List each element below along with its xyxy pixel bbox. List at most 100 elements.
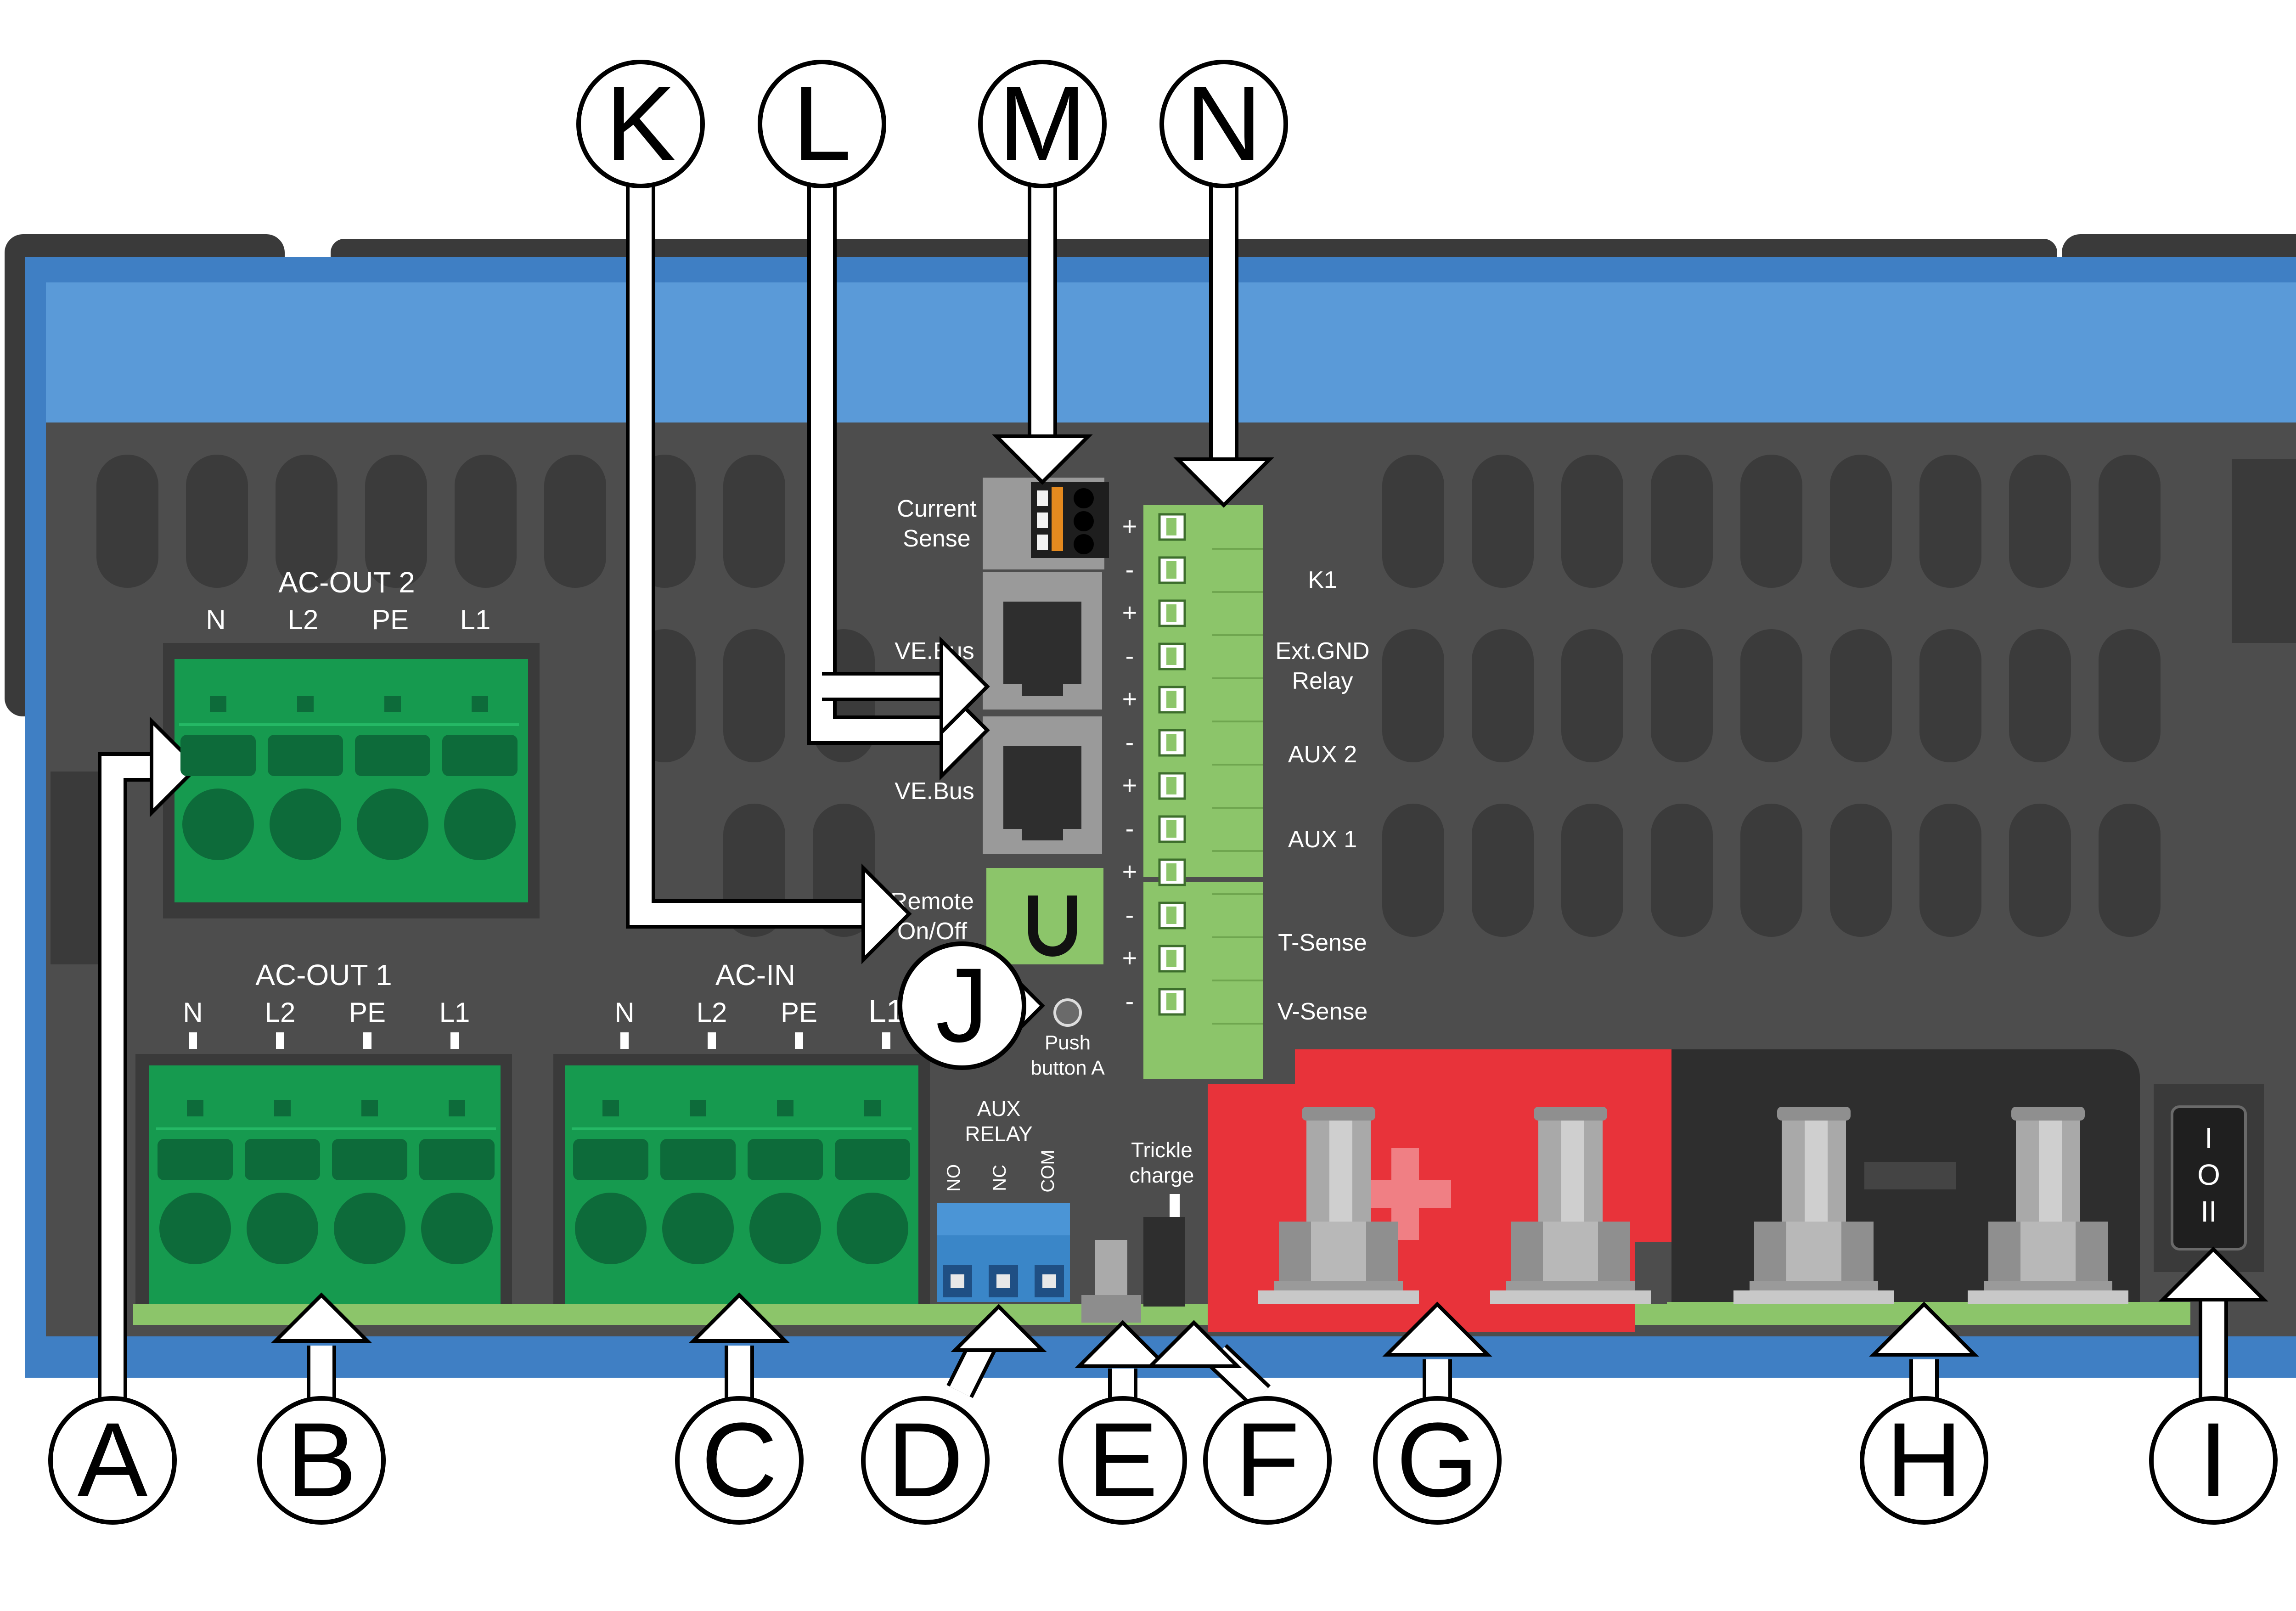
io-plus-sign: + — [1122, 598, 1137, 627]
battery-bolt — [1733, 1107, 1894, 1304]
pin-marker — [882, 1032, 890, 1049]
callout-a: A — [48, 1396, 177, 1525]
terminal-indicator — [602, 1100, 619, 1116]
vent-slot — [1651, 804, 1713, 937]
io-label-v-sense: V-Sense — [1277, 998, 1368, 1025]
callout-circle — [576, 60, 705, 188]
remote-label-2: On/Off — [897, 918, 968, 945]
terminal-clamp — [442, 735, 518, 776]
vent-slot — [1472, 455, 1534, 588]
io-pin-slot — [1166, 863, 1176, 881]
callout-circle — [2149, 1396, 2278, 1525]
callout-n: N — [1159, 60, 1288, 188]
current-sense-label-1: Current — [897, 496, 977, 522]
callout-letter: G — [1396, 1401, 1479, 1519]
terminal-screw — [837, 1193, 908, 1264]
terminal-screw — [270, 789, 341, 860]
vent-slot — [365, 455, 427, 588]
terminal-indicator — [864, 1100, 881, 1116]
arrow-head — [1173, 457, 1274, 508]
terminal-clamp — [748, 1139, 823, 1180]
aux-relay-label-1: AUX — [977, 1097, 1021, 1121]
push-button-a[interactable] — [1053, 998, 1082, 1027]
vent-slot — [2009, 455, 2071, 588]
minus-symbol — [1864, 1162, 1956, 1189]
vent-slot — [1830, 804, 1892, 937]
push-button-label-1: Push — [1045, 1031, 1091, 1054]
terminal-indicator — [187, 1100, 203, 1116]
ac-out-1-pin-n: N — [183, 997, 203, 1028]
vent-slot — [1740, 804, 1802, 937]
arrow-head — [1146, 1320, 1242, 1368]
callout-d: D — [861, 1396, 990, 1525]
vent-slot — [1830, 455, 1892, 588]
arrow-head — [1382, 1301, 1492, 1357]
terminal-clamp — [660, 1139, 736, 1180]
pin-marker — [620, 1032, 629, 1049]
terminal-screw — [357, 789, 428, 860]
aux-relay-pin-nc: NC — [990, 1165, 1010, 1191]
vent-slot — [1561, 629, 1623, 762]
callout-circle — [1860, 1396, 1988, 1525]
trickle-label-1: Trickle — [1131, 1138, 1193, 1162]
terminal-indicator — [297, 696, 314, 712]
io-label-t-sense: T-Sense — [1278, 929, 1367, 956]
callout-j: J — [898, 941, 1026, 1070]
terminal-ridge — [179, 723, 519, 726]
vent-slot — [276, 455, 338, 588]
vent-slot — [1651, 629, 1713, 762]
vent-slot — [455, 455, 517, 588]
callout-circle — [1373, 1396, 1502, 1525]
io-pin-slot — [1166, 950, 1176, 967]
ac-out-1-pin-l1: L1 — [439, 997, 470, 1028]
callout-circle — [1203, 1396, 1332, 1525]
io-plus-sign: + — [1122, 771, 1137, 800]
pin-marker — [795, 1032, 803, 1049]
vent-slot — [1919, 455, 1981, 588]
arrow-head — [992, 434, 1093, 485]
vent-slot — [1740, 455, 1802, 588]
callout-circle — [48, 1396, 177, 1525]
terminal-screw — [334, 1193, 405, 1264]
bolt-nut-face — [1786, 1222, 1841, 1281]
io-plus-sign: + — [1122, 857, 1137, 886]
callout-circle — [758, 60, 886, 188]
callout-letter: N — [1186, 64, 1262, 182]
callout-letter: I — [2199, 1401, 2228, 1519]
switch-symbol-off: O — [2197, 1158, 2220, 1191]
vent-slot — [1561, 455, 1623, 588]
vent-slot — [723, 455, 785, 588]
io-plus-sign: + — [1122, 943, 1137, 972]
callout-letter: L — [793, 64, 851, 182]
terminal-clamp — [180, 735, 256, 776]
bolt-plate — [1258, 1290, 1419, 1304]
vent-slot — [2009, 629, 2071, 762]
ac-out-1-screws — [156, 1100, 496, 1264]
terminal-clamp — [158, 1139, 233, 1180]
arrow-head — [271, 1292, 372, 1343]
ac-out-2-block — [174, 659, 528, 902]
power-switch[interactable]: I O II — [2154, 1084, 2264, 1272]
ac-in-block — [565, 1065, 918, 1304]
terminal-clamp — [332, 1139, 407, 1180]
callout-b: B — [257, 1396, 386, 1525]
vent-slot — [2099, 455, 2161, 588]
callout-letter: M — [998, 64, 1086, 182]
callout-m: M — [978, 60, 1107, 188]
ac-out-1-terminal: AC-OUT 1 N L2 PE L1 — [135, 958, 512, 1311]
io-pin-slot — [1166, 777, 1176, 794]
aux-relay-pin-com: COM — [1038, 1149, 1058, 1192]
arrow-head — [150, 716, 200, 817]
aux-relay-label-2: RELAY — [965, 1122, 1032, 1146]
ac-out-2-terminal: AC-OUT 2 N L2 PE L1 — [163, 566, 540, 918]
io-pin-slot — [1166, 691, 1176, 708]
pin-marker — [708, 1032, 716, 1049]
battery-bolt — [1490, 1107, 1651, 1304]
vent-slot — [2009, 804, 2071, 937]
terminal-indicator — [690, 1100, 706, 1116]
callout-arrows — [98, 184, 2268, 1407]
callout-e: E — [1058, 1396, 1187, 1525]
pin-marker — [189, 1032, 197, 1049]
ac-out-1-pin-pe: PE — [349, 997, 386, 1028]
io-minus-sign: - — [1125, 900, 1134, 929]
